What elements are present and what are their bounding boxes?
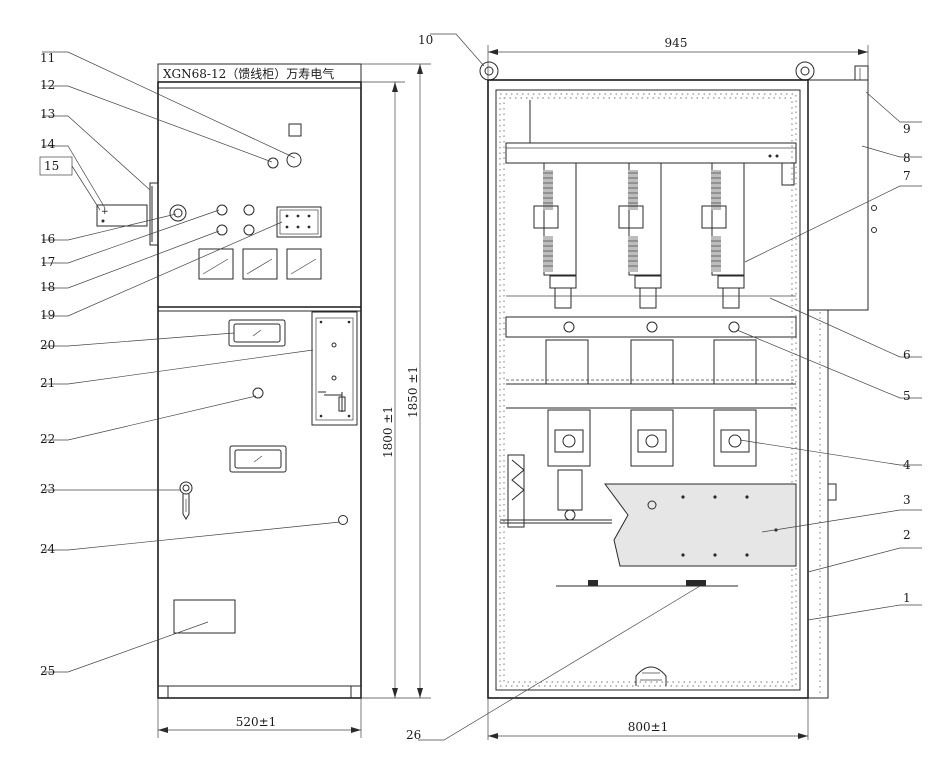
callout-5: 5 [903, 389, 911, 403]
callout-19: 19 [40, 308, 55, 322]
viewing-window-upper [228, 319, 286, 347]
depth-width-label: 800±1 [628, 720, 669, 734]
callout-22: 22 [40, 432, 55, 446]
callout-18: 18 [40, 280, 55, 294]
panel-title: XGN68-12（馈线柜）万寿电气 [163, 66, 334, 81]
callout-13: 13 [40, 107, 55, 121]
breaker-pole-3 [701, 162, 745, 309]
internal-dimensions: 945 800±1 [487, 36, 869, 740]
callout-8: 8 [903, 151, 911, 165]
door-knob [252, 387, 264, 399]
indicator-lamp-large [286, 152, 302, 168]
callout-17: 17 [40, 255, 55, 269]
door-rivet [338, 515, 348, 525]
callout-24: 24 [40, 542, 56, 556]
front-dimensions: 1800 ±1 1850 ±1 520±1 [157, 63, 431, 738]
lifting-eye-right [795, 61, 815, 81]
front-width-label: 520±1 [236, 715, 277, 729]
breaker-pole-2 [618, 162, 662, 309]
side-bracket [96, 204, 148, 227]
top-width-label: 945 [665, 36, 688, 50]
callout-4: 4 [903, 458, 911, 472]
lower-contact-2 [630, 409, 674, 467]
height-outer-label: 1850 ±1 [406, 366, 420, 418]
lower-contact-1 [547, 409, 591, 467]
door-lock-key [179, 481, 193, 520]
left-callouts: 11 12 13 14 15 16 17 18 19 20 21 22 23 2… [39, 51, 341, 678]
cable-compartment-cover [604, 483, 797, 567]
lower-contact-3 [713, 409, 757, 467]
callout-9: 9 [903, 122, 911, 136]
internal-view [479, 61, 877, 699]
viewing-window-lower [229, 445, 287, 473]
earthing-mechanism [500, 454, 612, 528]
indicator-square [288, 123, 302, 137]
interlock-panel [311, 311, 358, 426]
ammeter-2 [242, 248, 278, 280]
control-switch [169, 204, 187, 222]
callout-15: 15 [44, 159, 59, 173]
callout-20: 20 [40, 338, 55, 352]
callout-7: 7 [903, 169, 911, 183]
callout-16: 16 [40, 232, 55, 246]
callout-6: 6 [903, 348, 911, 362]
side-handle [149, 182, 159, 246]
right-callouts: 10 9 8 7 6 5 4 3 2 1 26 [406, 33, 922, 742]
ammeter-1 [198, 248, 234, 280]
button-4 [243, 224, 255, 236]
callout-25: 25 [40, 664, 55, 678]
ammeter-3 [286, 248, 322, 280]
callout-14: 14 [40, 137, 56, 151]
breaker-pole-1 [533, 162, 577, 309]
callout-2: 2 [903, 528, 911, 542]
height-inner-label: 1800 ±1 [381, 406, 395, 458]
callout-1: 1 [903, 591, 911, 605]
callout-23: 23 [40, 482, 55, 496]
callout-3: 3 [903, 493, 911, 507]
callout-12: 12 [40, 78, 55, 92]
nameplate [173, 599, 236, 634]
callout-11: 11 [40, 51, 55, 65]
bottom-vent [635, 666, 667, 686]
support-beam [505, 316, 797, 338]
button-1 [216, 204, 228, 216]
callout-26: 26 [406, 728, 421, 742]
callout-21: 21 [40, 376, 55, 390]
button-3 [216, 224, 228, 236]
callout-10: 10 [418, 33, 433, 47]
indicator-lamp-small [267, 157, 279, 169]
button-2 [243, 204, 255, 216]
front-view: XGN68-12（馈线柜）万寿电气 + [96, 63, 362, 699]
protection-relay [276, 206, 322, 238]
svg-text:+: + [101, 207, 109, 217]
